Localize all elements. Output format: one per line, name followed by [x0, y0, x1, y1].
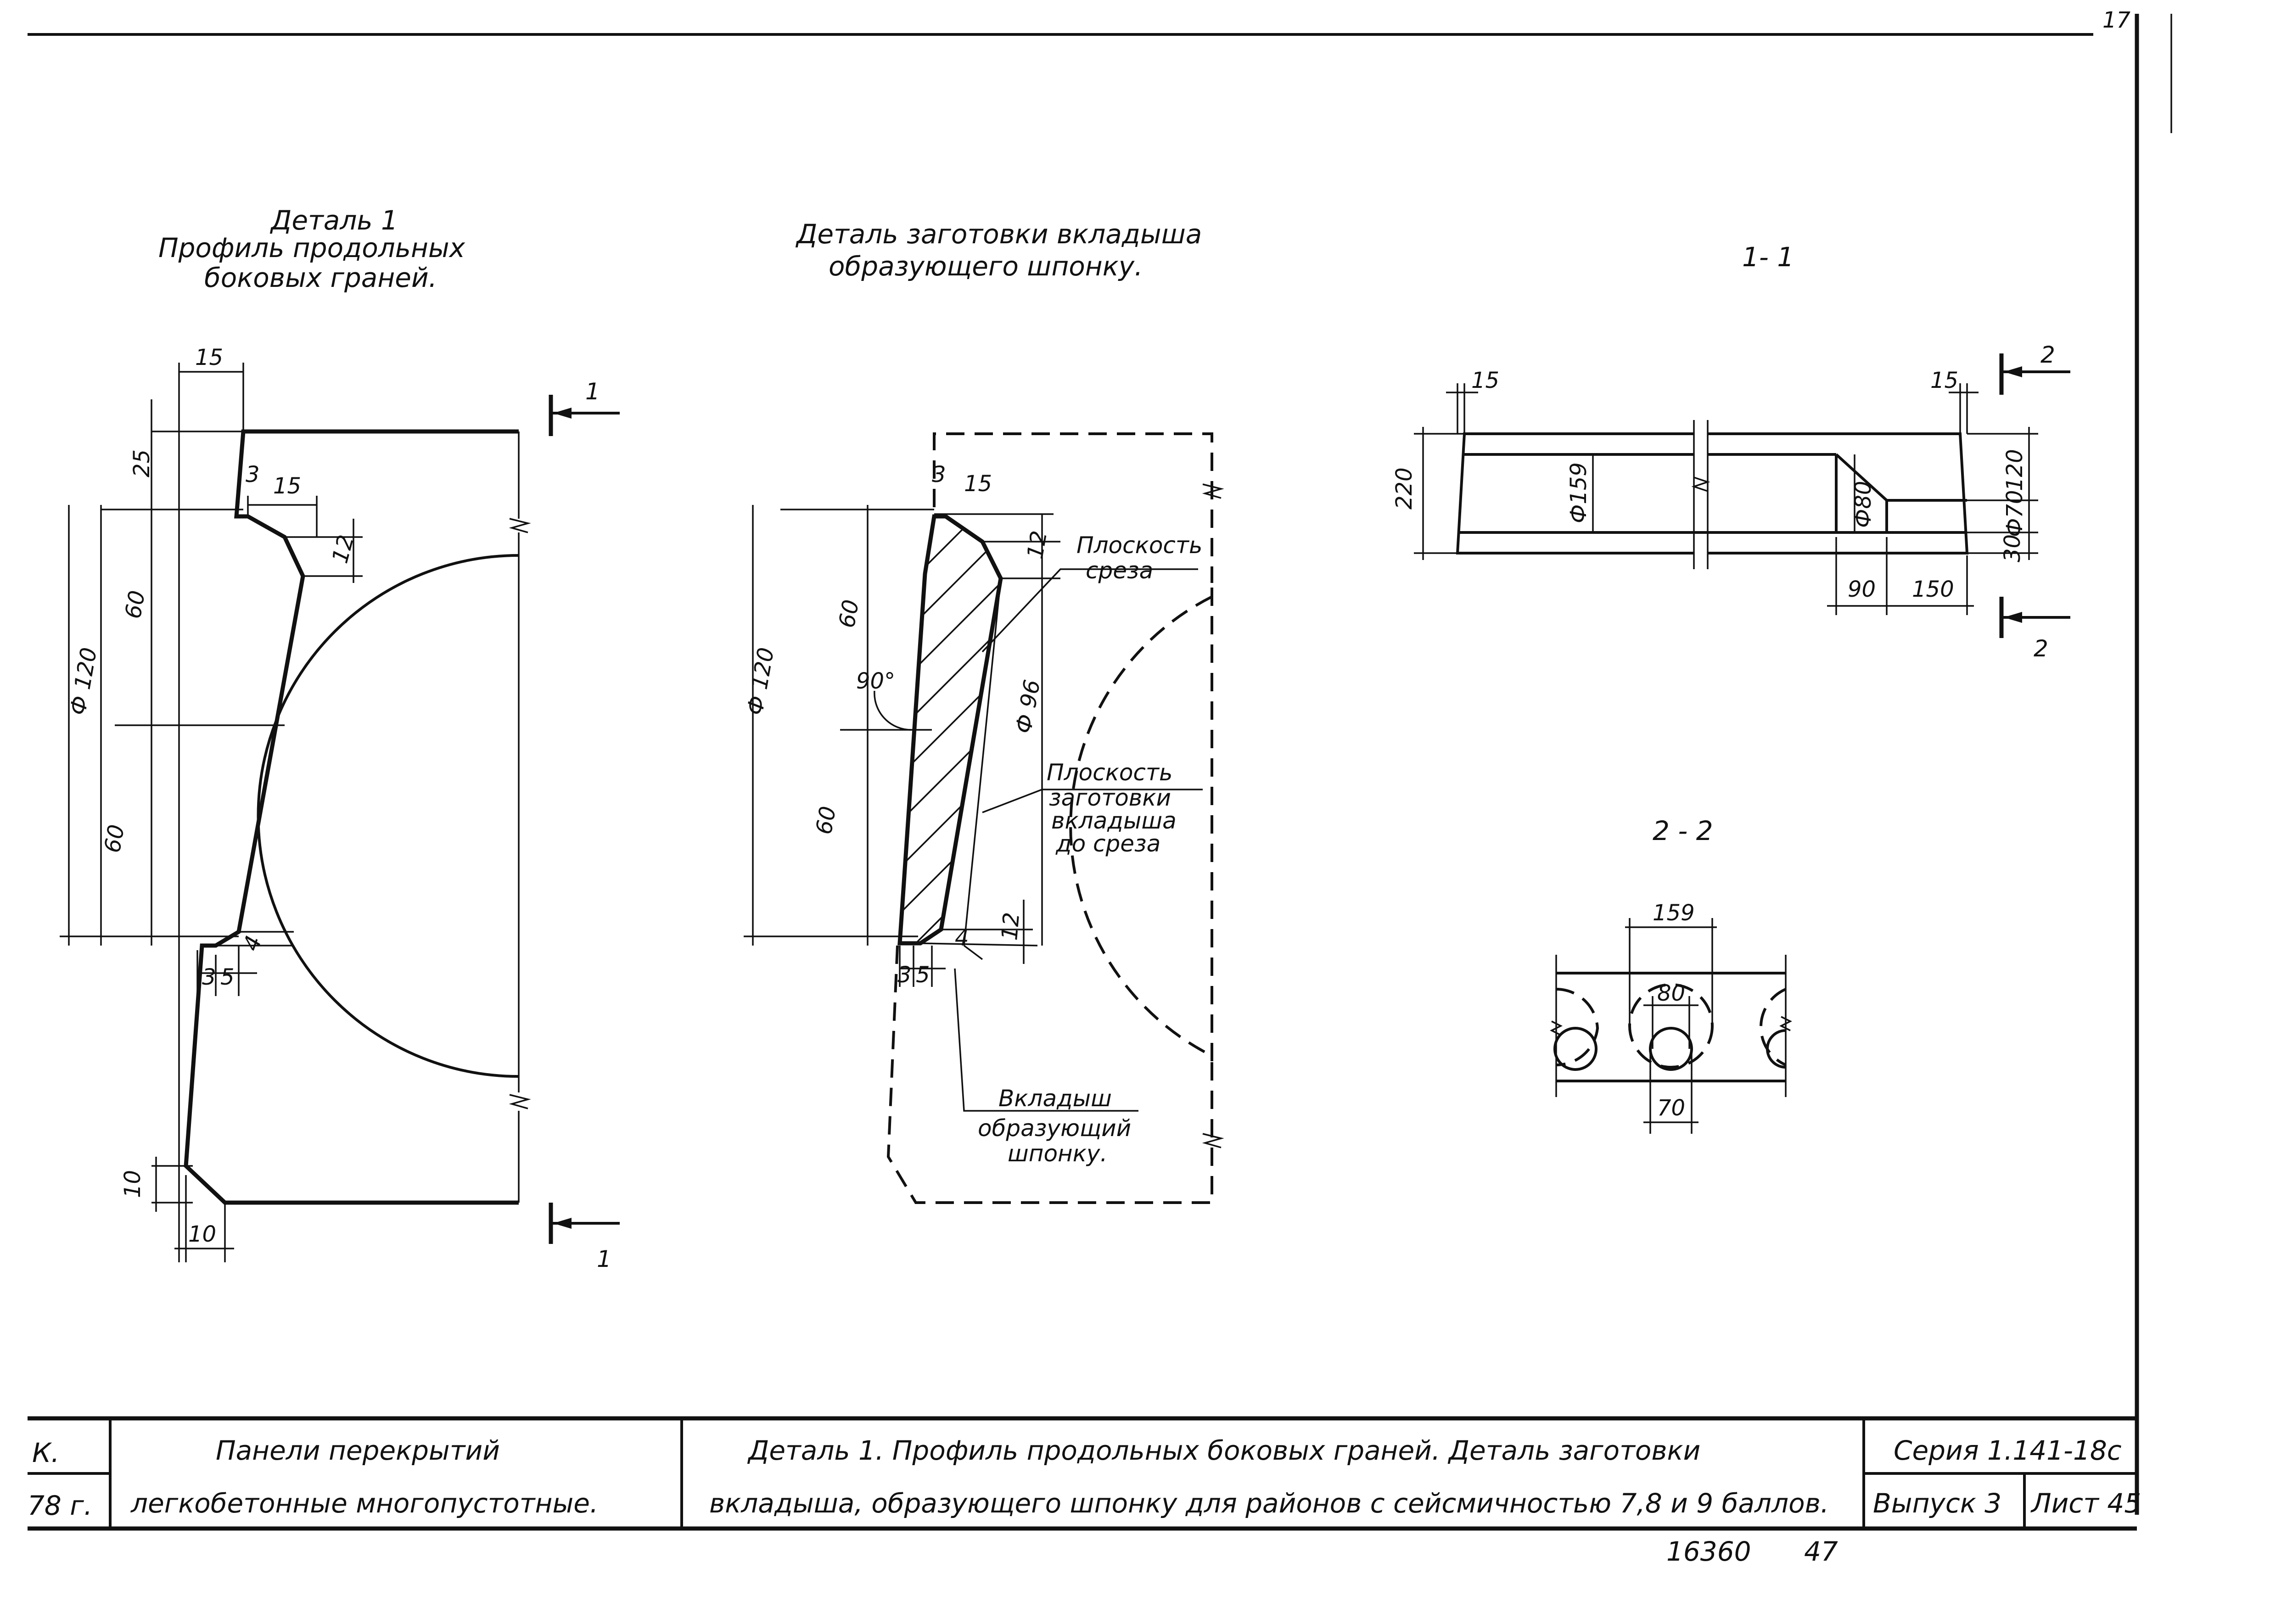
label-blank-plane-4: до среза [1055, 830, 1160, 857]
section11-dim-phi70: Ф70 [2002, 490, 2028, 537]
sheet-frame: 17 [28, 7, 2172, 1515]
label-insert-1: Вкладыш [998, 1085, 1112, 1112]
tb-series: Серия 1.141-18с [1894, 1435, 2122, 1466]
detail2-outline [886, 432, 1224, 1204]
detail2-dim-60-b: 60 [811, 804, 841, 836]
detail1-title-1: Деталь 1 [269, 205, 398, 236]
section22-dim-159: 159 [1653, 900, 1695, 926]
section-2-marks: 2 2 [1999, 342, 2070, 662]
section11-dim-15-left: 15 [1471, 368, 1499, 393]
detail1-dim-60-b: 60 [100, 823, 130, 855]
label-insert-2: образующий [978, 1115, 1131, 1142]
section11-dim-150: 150 [1912, 577, 1954, 602]
detail-2: Деталь заготовки вкладыша образующего шп… [742, 218, 1224, 1204]
section-1-marks: 1 1 [549, 378, 620, 1272]
tb-issue: Выпуск 3 [1873, 1488, 2001, 1519]
detail2-dim-phi96: Ф 96 [1011, 678, 1046, 735]
detail1-profile [184, 429, 531, 1205]
detail2-dim-3: 3 [932, 462, 946, 487]
section-2-mark-bottom: 2 [2034, 635, 2048, 662]
tb-footer-b: 47 [1804, 1536, 1838, 1567]
section22-dimensions [1625, 918, 1717, 1134]
tb-sheet: Лист 45 [2030, 1488, 2141, 1519]
detail1-dim-15: 15 [273, 473, 301, 499]
section11-dim-phi80: Ф80 [1850, 481, 1876, 528]
label-cut-plane-2: среза [1086, 557, 1153, 584]
corner-mark: 17 [2102, 7, 2131, 33]
section22-dim-70: 70 [1657, 1095, 1685, 1121]
detail2-dim-5: 5 [916, 962, 930, 988]
detail-1: Деталь 1 Профиль продольных боковых гран… [60, 205, 620, 1272]
section-1-1: 1- 1 [1391, 241, 2070, 662]
detail2-dim-phi120: Ф 120 [742, 645, 779, 717]
detail1-dim-10-v: 10 [120, 1170, 146, 1198]
section22-title: 2 - 2 [1653, 815, 1713, 846]
detail2-title-1: Деталь заготовки вкладыша [795, 218, 1202, 250]
detail1-title-2: Профиль продольных [158, 232, 465, 263]
section11-dim-220: 220 [1391, 467, 1417, 510]
section11-dim-90: 90 [1848, 577, 1876, 602]
detail1-dim-60-a: 60 [120, 588, 151, 621]
tb-desc-line-2: вкладыша, образующего шпонку для районов… [709, 1488, 1829, 1519]
label-insert-3: шпонку. [1008, 1140, 1107, 1167]
tb-left-bottom: 78 г. [28, 1490, 92, 1521]
detail1-dim-4: 4 [238, 932, 267, 954]
tb-name-line-1: Панели перекрытий [216, 1435, 500, 1466]
detail2-dimensions [744, 505, 1203, 1112]
detail2-dim-3-b: 3 [897, 962, 912, 988]
tb-left-top: К. [32, 1437, 60, 1468]
section11-dimensions [1414, 383, 2038, 615]
detail2-title-2: образующего шпонку. [829, 251, 1143, 282]
detail2-dim-15: 15 [964, 471, 992, 497]
detail2-dim-angle: 90° [856, 668, 895, 694]
section-1-mark-top: 1 [585, 378, 600, 405]
title-block: К. 78 г. Панели перекрытий легкобетонные… [28, 1416, 2141, 1567]
detail2-dim-4: 4 [955, 925, 969, 951]
label-blank-plane-1: Плоскость [1047, 759, 1173, 786]
section-1-mark-bottom: 1 [597, 1246, 611, 1272]
section11-dim-15-right: 15 [1930, 368, 1958, 393]
detail2-dim-12: 12 [1022, 529, 1053, 561]
detail1-dim-5: 5 [220, 964, 235, 990]
detail2-dim-12-b: 12 [997, 911, 1025, 941]
section11-dim-phi159: Ф159 [1566, 462, 1592, 523]
tb-name-line-2: легкобетонные многопустотные. [130, 1488, 598, 1519]
detail2-dim-60-a: 60 [834, 598, 864, 630]
detail1-dim-15-top: 15 [195, 345, 223, 370]
section11-title: 1- 1 [1742, 241, 1794, 273]
detail1-dim-3-b: 3 [202, 964, 216, 990]
section-2-mark-top: 2 [2040, 342, 2055, 368]
detail1-dim-phi120: Ф 120 [65, 645, 102, 717]
label-cut-plane-1: Плоскость [1076, 532, 1203, 559]
section11-body [1456, 420, 1969, 569]
section22-dim-80: 80 [1657, 980, 1685, 1006]
detail2-insert [897, 514, 1003, 960]
section11-dim-30: 30 [2000, 534, 2025, 562]
tb-desc-line-1: Деталь 1. Профиль продольных боковых гра… [747, 1435, 1700, 1466]
label-blank-plane-3: вкладыша [1051, 807, 1177, 834]
detail1-title-3: боковых граней. [204, 262, 437, 293]
label-blank-plane-2: заготовки [1049, 784, 1171, 811]
detail1-dim-25: 25 [129, 449, 155, 477]
section-2-2: 2 - 2 159 80 70 [1550, 815, 1792, 1134]
tb-footer-a: 16360 [1666, 1536, 1751, 1567]
section11-dim-120: 120 [2002, 449, 2028, 491]
detail1-dim-10-h: 10 [188, 1221, 216, 1247]
section22-body [1550, 955, 1792, 1097]
detail1-dimensions [60, 363, 363, 1262]
detail1-dim-3: 3 [246, 462, 260, 487]
